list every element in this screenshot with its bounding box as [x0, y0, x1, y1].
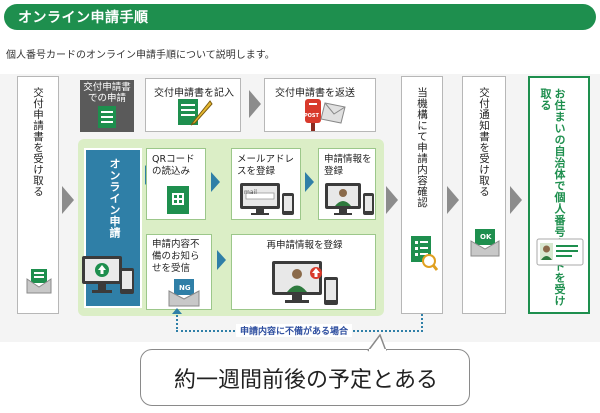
re-register-monitor-icon — [272, 261, 338, 305]
step-fill-form-label: 交付申請書を記入 — [154, 88, 234, 99]
step-re-register-label: 再申請情報を登録 — [266, 240, 343, 251]
ok-envelope-icon — [470, 229, 500, 257]
ng-label: NG — [179, 284, 191, 292]
step-mail-register-label: メールアドレスを登録 — [237, 154, 295, 177]
step-qr-read: QRコードの読込み — [146, 148, 206, 220]
paper-apply-tag: 交付申請書での申請 — [80, 80, 134, 132]
devices-icon — [82, 256, 134, 294]
pencil-form-icon — [178, 99, 213, 126]
step-receive-notice-label: 交付通知書を受け取る — [478, 87, 490, 197]
ok-label: OK — [480, 233, 492, 241]
defect-loop-arrowhead — [172, 308, 182, 314]
defect-loop-line — [176, 312, 178, 332]
ng-envelope-icon — [168, 279, 200, 307]
postbox-icon — [305, 99, 346, 131]
step-info-register: 申請情報を登録 — [318, 148, 376, 220]
step-fill-form: 交付申請書を記入 — [145, 78, 241, 132]
photo-monitor-icon — [325, 183, 374, 215]
page-description: 個人番号カードのオンライン申請手順について説明します。 — [6, 50, 275, 61]
defect-loop-line — [421, 314, 423, 332]
envelope-icon — [26, 269, 52, 294]
flow-arrow — [211, 172, 220, 192]
step-defect-notice-label: 申請内容不備のお知らせを受信 — [152, 239, 200, 274]
step-receive-card: お住まいの自治体で個人番号カードを受け取る — [528, 76, 590, 314]
step-mail-form: 交付申請書を返送 POST — [264, 78, 376, 132]
flow-arrow — [510, 186, 522, 214]
flow-arrow — [305, 172, 314, 192]
flow-arrow — [249, 90, 261, 118]
mail-monitor-icon — [240, 183, 294, 215]
step-qr-read-label: QRコードの読込み — [152, 154, 195, 177]
title-bar — [4, 4, 596, 30]
flow-arrow — [447, 186, 459, 214]
step-receive-notice: 交付通知書を受け取る OK — [462, 76, 506, 314]
id-card-icon — [536, 238, 584, 266]
step-re-register: 再申請情報を登録 — [231, 234, 376, 310]
paper-apply-tag-label: 交付申請書での申請 — [83, 82, 131, 104]
online-apply-label: オンライン申請 — [108, 158, 121, 239]
annotation-text: 約一週間前後の予定とある — [173, 368, 438, 393]
step-agency-confirm-label: 当機構にて申請内容確認 — [416, 87, 428, 208]
defect-case-label: 申請内容に不備がある場合 — [236, 324, 353, 337]
bubble-tail — [367, 334, 387, 352]
flow-arrow — [217, 250, 226, 270]
step-agency-confirm: 当機構にて申請内容確認 — [401, 76, 443, 314]
step-receive-card-label: お住まいの自治体で個人番号カードを受け取る — [539, 88, 566, 307]
page-title: オンライン申請手順 — [18, 10, 149, 26]
form-icon — [98, 106, 116, 128]
flow-arrow — [62, 186, 74, 214]
step-defect-notice: 申請内容不備のお知らせを受信 NG — [146, 234, 212, 310]
post-label: POST — [304, 113, 319, 119]
step-info-register-label: 申請情報を登録 — [324, 154, 372, 177]
step-receive-form-label: 交付申請書を受け取る — [32, 87, 44, 197]
step-mail-register: メールアドレスを登録 mail — [231, 148, 301, 220]
qr-form-icon — [167, 186, 189, 214]
flow-arrow — [386, 186, 398, 214]
step-mail-form-label: 交付申請書を返送 — [275, 88, 355, 99]
annotation-bubble: 約一週間前後の予定とある — [140, 349, 470, 406]
step-receive-form: 交付申請書を受け取る — [17, 76, 59, 314]
mail-label: mail — [244, 189, 257, 196]
checklist-search-icon — [411, 236, 439, 271]
